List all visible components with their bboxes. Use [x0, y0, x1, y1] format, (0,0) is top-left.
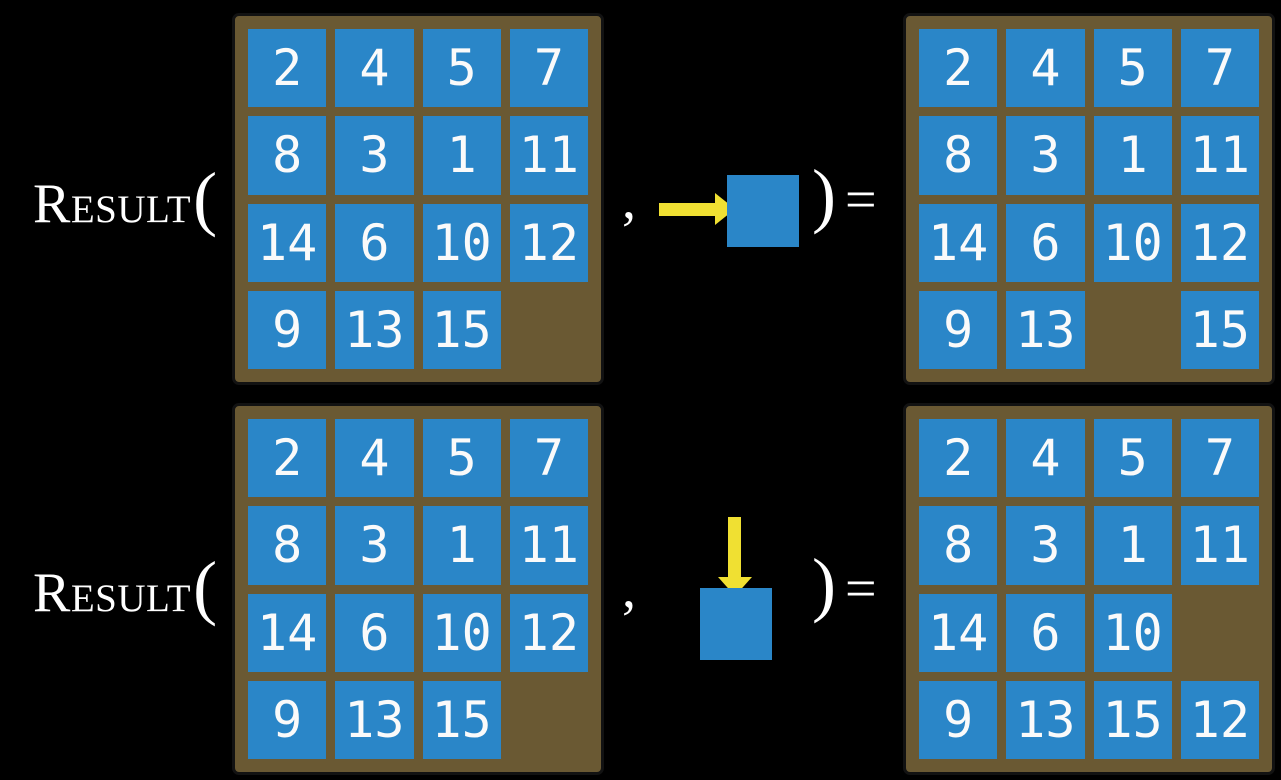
tile-10: 10 — [1093, 203, 1172, 282]
tile-7: 7 — [509, 419, 588, 498]
tile-9: 9 — [248, 290, 327, 369]
tile-7: 7 — [509, 29, 588, 108]
tile-6: 6 — [335, 203, 414, 282]
tile-13: 13 — [1006, 680, 1085, 759]
equals-sign: = — [845, 558, 877, 620]
tile-6: 6 — [1006, 203, 1085, 282]
function-name: Result — [33, 173, 192, 235]
tile-15: 15 — [422, 680, 501, 759]
tile-9: 9 — [919, 290, 998, 369]
tile-12: 12 — [1180, 680, 1259, 759]
open-paren: ( — [193, 547, 218, 627]
empty-cell — [510, 681, 588, 759]
tile-15: 15 — [422, 290, 501, 369]
tile-3: 3 — [335, 506, 414, 585]
tile-14: 14 — [248, 203, 327, 282]
tile-14: 14 — [919, 593, 998, 672]
comma-separator: , — [622, 558, 636, 620]
tile-10: 10 — [422, 203, 501, 282]
tile-8: 8 — [248, 506, 327, 585]
tile-1: 1 — [422, 116, 501, 195]
tile-5: 5 — [422, 419, 501, 498]
tile-15: 15 — [1093, 680, 1172, 759]
tile-12: 12 — [509, 203, 588, 282]
tile-11: 11 — [1180, 116, 1259, 195]
tile-1: 1 — [1093, 506, 1172, 585]
tile-8: 8 — [919, 116, 998, 195]
comma-separator: , — [622, 169, 636, 231]
empty-cell — [1181, 594, 1259, 672]
tile-8: 8 — [919, 506, 998, 585]
close-paren: ) — [812, 544, 836, 624]
tile-9: 9 — [919, 680, 998, 759]
tile-5: 5 — [1093, 29, 1172, 108]
tile-9: 9 — [248, 680, 327, 759]
tile-4: 4 — [335, 419, 414, 498]
function-name: Result — [33, 562, 192, 624]
tile-3: 3 — [335, 116, 414, 195]
tile-7: 7 — [1180, 419, 1259, 498]
tile-1: 1 — [1093, 116, 1172, 195]
tile-3: 3 — [1006, 506, 1085, 585]
tile-10: 10 — [1093, 593, 1172, 672]
empty-cell — [1094, 291, 1172, 369]
tile-13: 13 — [1006, 290, 1085, 369]
empty-cell — [510, 291, 588, 369]
tile-12: 12 — [1180, 203, 1259, 282]
tile-4: 4 — [1006, 29, 1085, 108]
tile-5: 5 — [422, 29, 501, 108]
open-paren: ( — [193, 158, 218, 238]
tile-10: 10 — [422, 593, 501, 672]
tile-2: 2 — [248, 29, 327, 108]
result-function-label: Result( — [33, 551, 217, 623]
arrow-shaft — [728, 517, 741, 578]
tile-15: 15 — [1180, 290, 1259, 369]
equals-sign: = — [845, 169, 877, 231]
tile-8: 8 — [248, 116, 327, 195]
close-paren: ) — [812, 155, 836, 235]
tile-4: 4 — [335, 29, 414, 108]
right-arrow-icon — [659, 193, 735, 225]
tile-2: 2 — [919, 419, 998, 498]
moving-tile-square — [727, 175, 799, 247]
moving-tile-square — [700, 588, 772, 660]
tile-11: 11 — [1180, 506, 1259, 585]
down-arrow-icon — [718, 517, 752, 596]
tile-14: 14 — [919, 203, 998, 282]
tile-14: 14 — [248, 593, 327, 672]
tile-5: 5 — [1093, 419, 1172, 498]
tile-2: 2 — [919, 29, 998, 108]
tile-6: 6 — [1006, 593, 1085, 672]
tile-3: 3 — [1006, 116, 1085, 195]
tile-13: 13 — [335, 290, 414, 369]
tile-11: 11 — [509, 506, 588, 585]
tile-12: 12 — [509, 593, 588, 672]
arrow-shaft — [659, 203, 716, 216]
tile-13: 13 — [335, 680, 414, 759]
tile-4: 4 — [1006, 419, 1085, 498]
tile-7: 7 — [1180, 29, 1259, 108]
tile-1: 1 — [422, 506, 501, 585]
tile-2: 2 — [248, 419, 327, 498]
tile-6: 6 — [335, 593, 414, 672]
result-function-label: Result( — [33, 162, 217, 234]
tile-11: 11 — [509, 116, 588, 195]
